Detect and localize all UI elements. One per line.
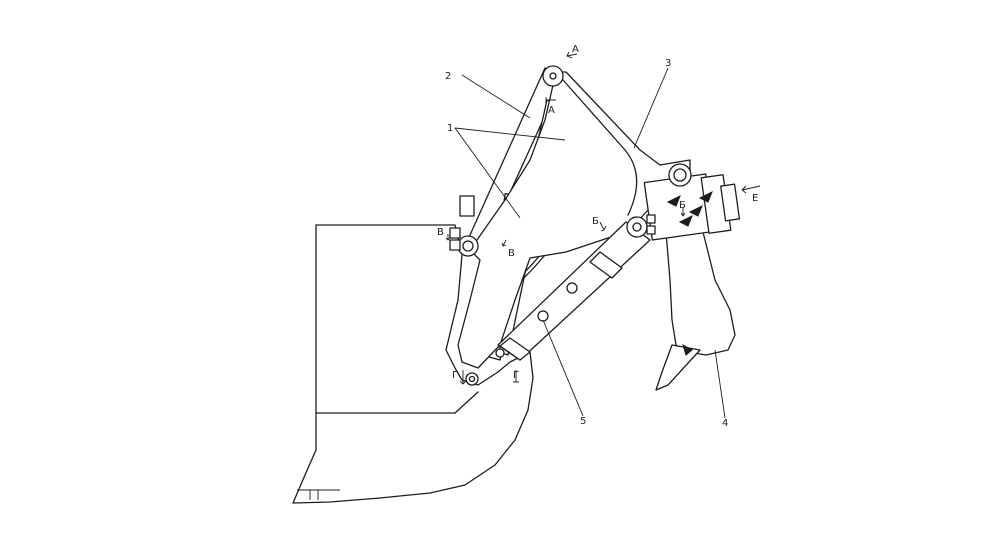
callout-4: 4 — [722, 418, 728, 429]
section-a-low: А — [548, 105, 555, 116]
ripper-shank-4 — [655, 219, 736, 391]
section-b-right: Б — [679, 200, 686, 211]
callout-1: 1 — [447, 123, 453, 134]
callout-5: 5 — [580, 416, 586, 427]
section-v-left: В — [437, 227, 444, 238]
callout-labels: 1 2 3 4 5 — [445, 58, 728, 429]
section-v-right: В — [508, 248, 515, 259]
pivot-pins — [449, 65, 656, 386]
section-g-right: Г — [513, 370, 519, 381]
bucket — [292, 224, 534, 504]
section-g-left: Г — [452, 370, 458, 381]
section-labels: А А Б Б В В Г Г Е — [437, 44, 758, 381]
callout-3: 3 — [665, 58, 671, 69]
section-e: Е — [752, 193, 758, 204]
callout-2: 2 — [445, 71, 451, 82]
shank-bracket — [643, 163, 741, 241]
section-b-left: Б — [592, 216, 599, 227]
section-markers — [445, 51, 761, 385]
section-a-top: А — [572, 44, 579, 55]
leader-lines — [454, 67, 726, 419]
